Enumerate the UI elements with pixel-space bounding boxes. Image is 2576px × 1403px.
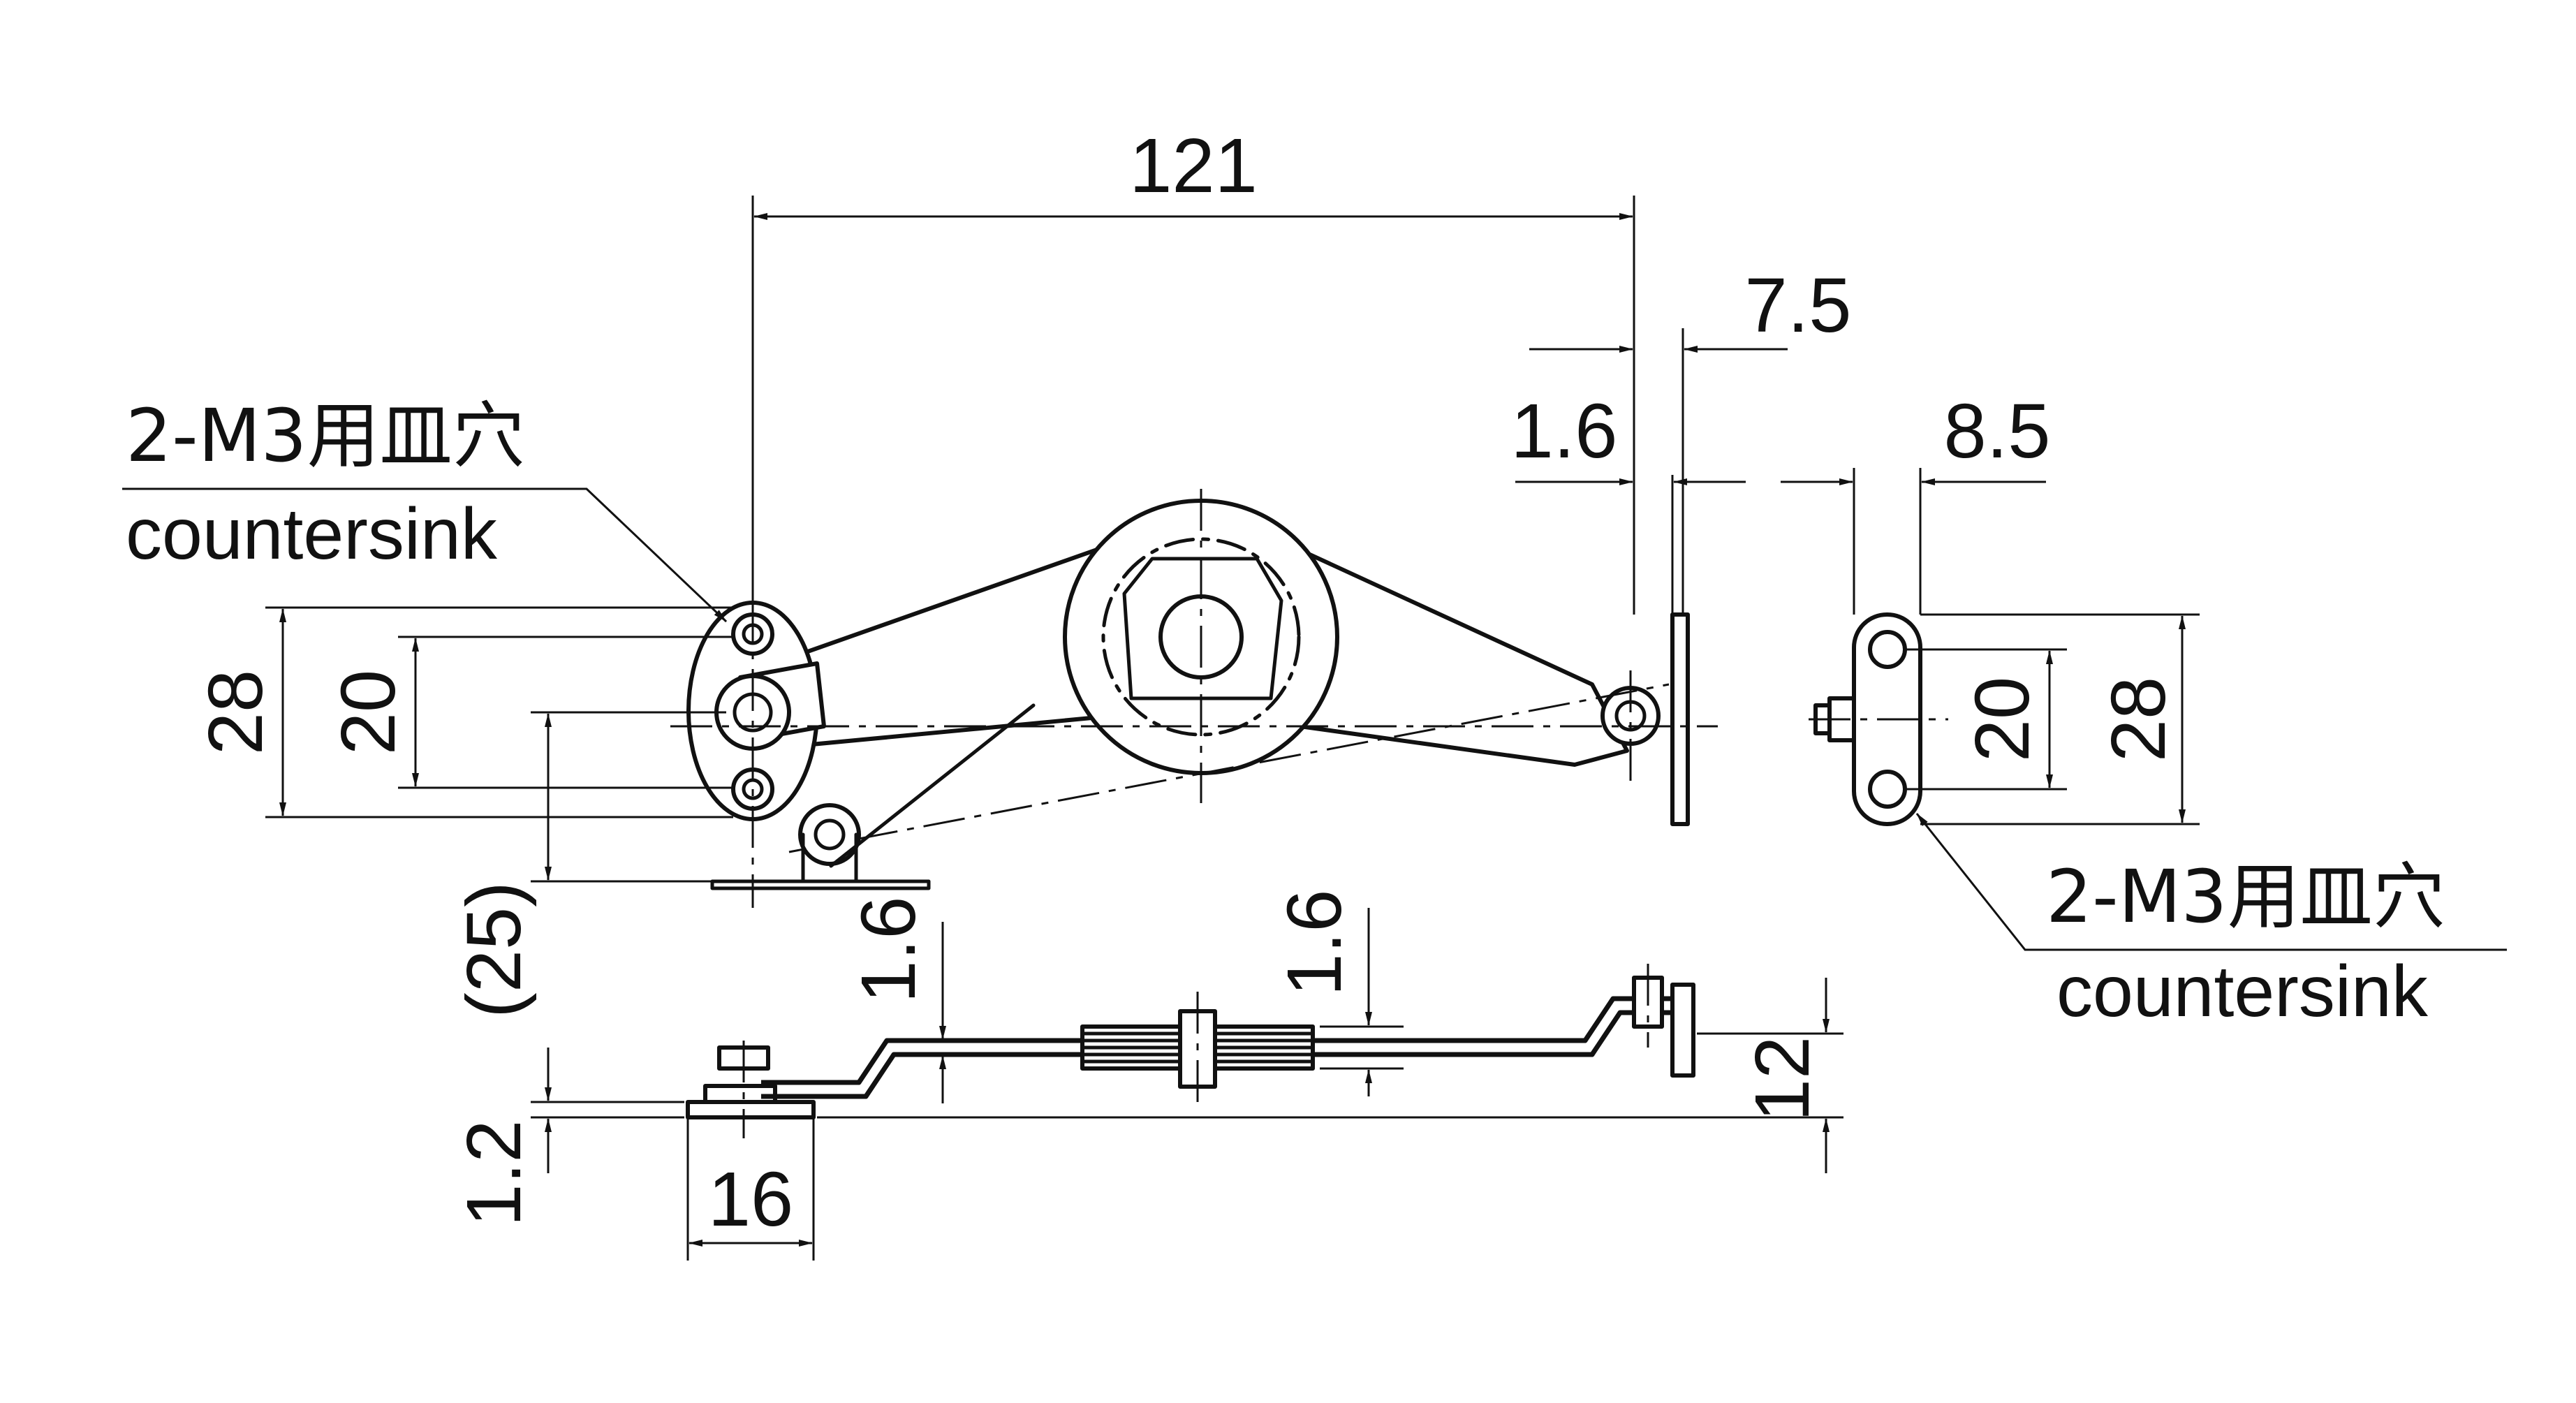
dim-right-hole-pitch: 20 [1959, 677, 2045, 762]
right-leader [1915, 813, 2507, 951]
dimensions: 121 7.5 1.6 8.5 28 20 20 28 [193, 123, 2200, 1261]
dim-side-width: 8.5 [1944, 388, 2051, 474]
left-leader [122, 487, 728, 623]
right-hole-note: countersink [2056, 951, 2429, 1032]
dim-arm-thickness-left: 1.6 [846, 897, 932, 1004]
side-hole-bottom [1868, 770, 1907, 809]
side-view [1809, 612, 1948, 826]
top-view [670, 489, 1718, 908]
dim-left-hole-pitch: 20 [325, 670, 411, 755]
dim-left-hole-outer: 28 [193, 670, 279, 755]
pivot-boss-centerline [1101, 537, 1301, 737]
base-plate [686, 1100, 816, 1119]
left-hole-spec: 2-M3用皿穴 [126, 393, 525, 478]
dim-right-hole-outer: 28 [2096, 677, 2181, 762]
folded-base [710, 879, 931, 890]
callouts: 2-M3用皿穴 countersink 2-M3用皿穴 countersink [122, 393, 2507, 1032]
dim-overall-length: 121 [1129, 123, 1258, 209]
right-bracket-plate [1670, 612, 1690, 826]
dim-pivot-drop: (25) [451, 881, 537, 1018]
dim-bracket-offset: 7.5 [1745, 263, 1852, 348]
dim-base-width: 16 [708, 1156, 793, 1242]
dim-base-thickness: 1.2 [451, 1120, 537, 1227]
right-hole-spec: 2-M3用皿穴 [2046, 854, 2445, 939]
arm-swing-centerline [788, 683, 1670, 853]
side-bracket [1670, 983, 1695, 1078]
folded-rivet [798, 803, 861, 866]
dim-arm-thickness-center: 1.6 [1272, 890, 1357, 997]
pivot-hex-outline [1122, 557, 1283, 700]
side-hole-top [1868, 630, 1907, 669]
dim-plate-thickness: 1.6 [1511, 388, 1618, 474]
dim-height: 12 [1739, 1036, 1825, 1122]
left-hole-note: countersink [126, 494, 498, 575]
front-view [686, 964, 1695, 1138]
